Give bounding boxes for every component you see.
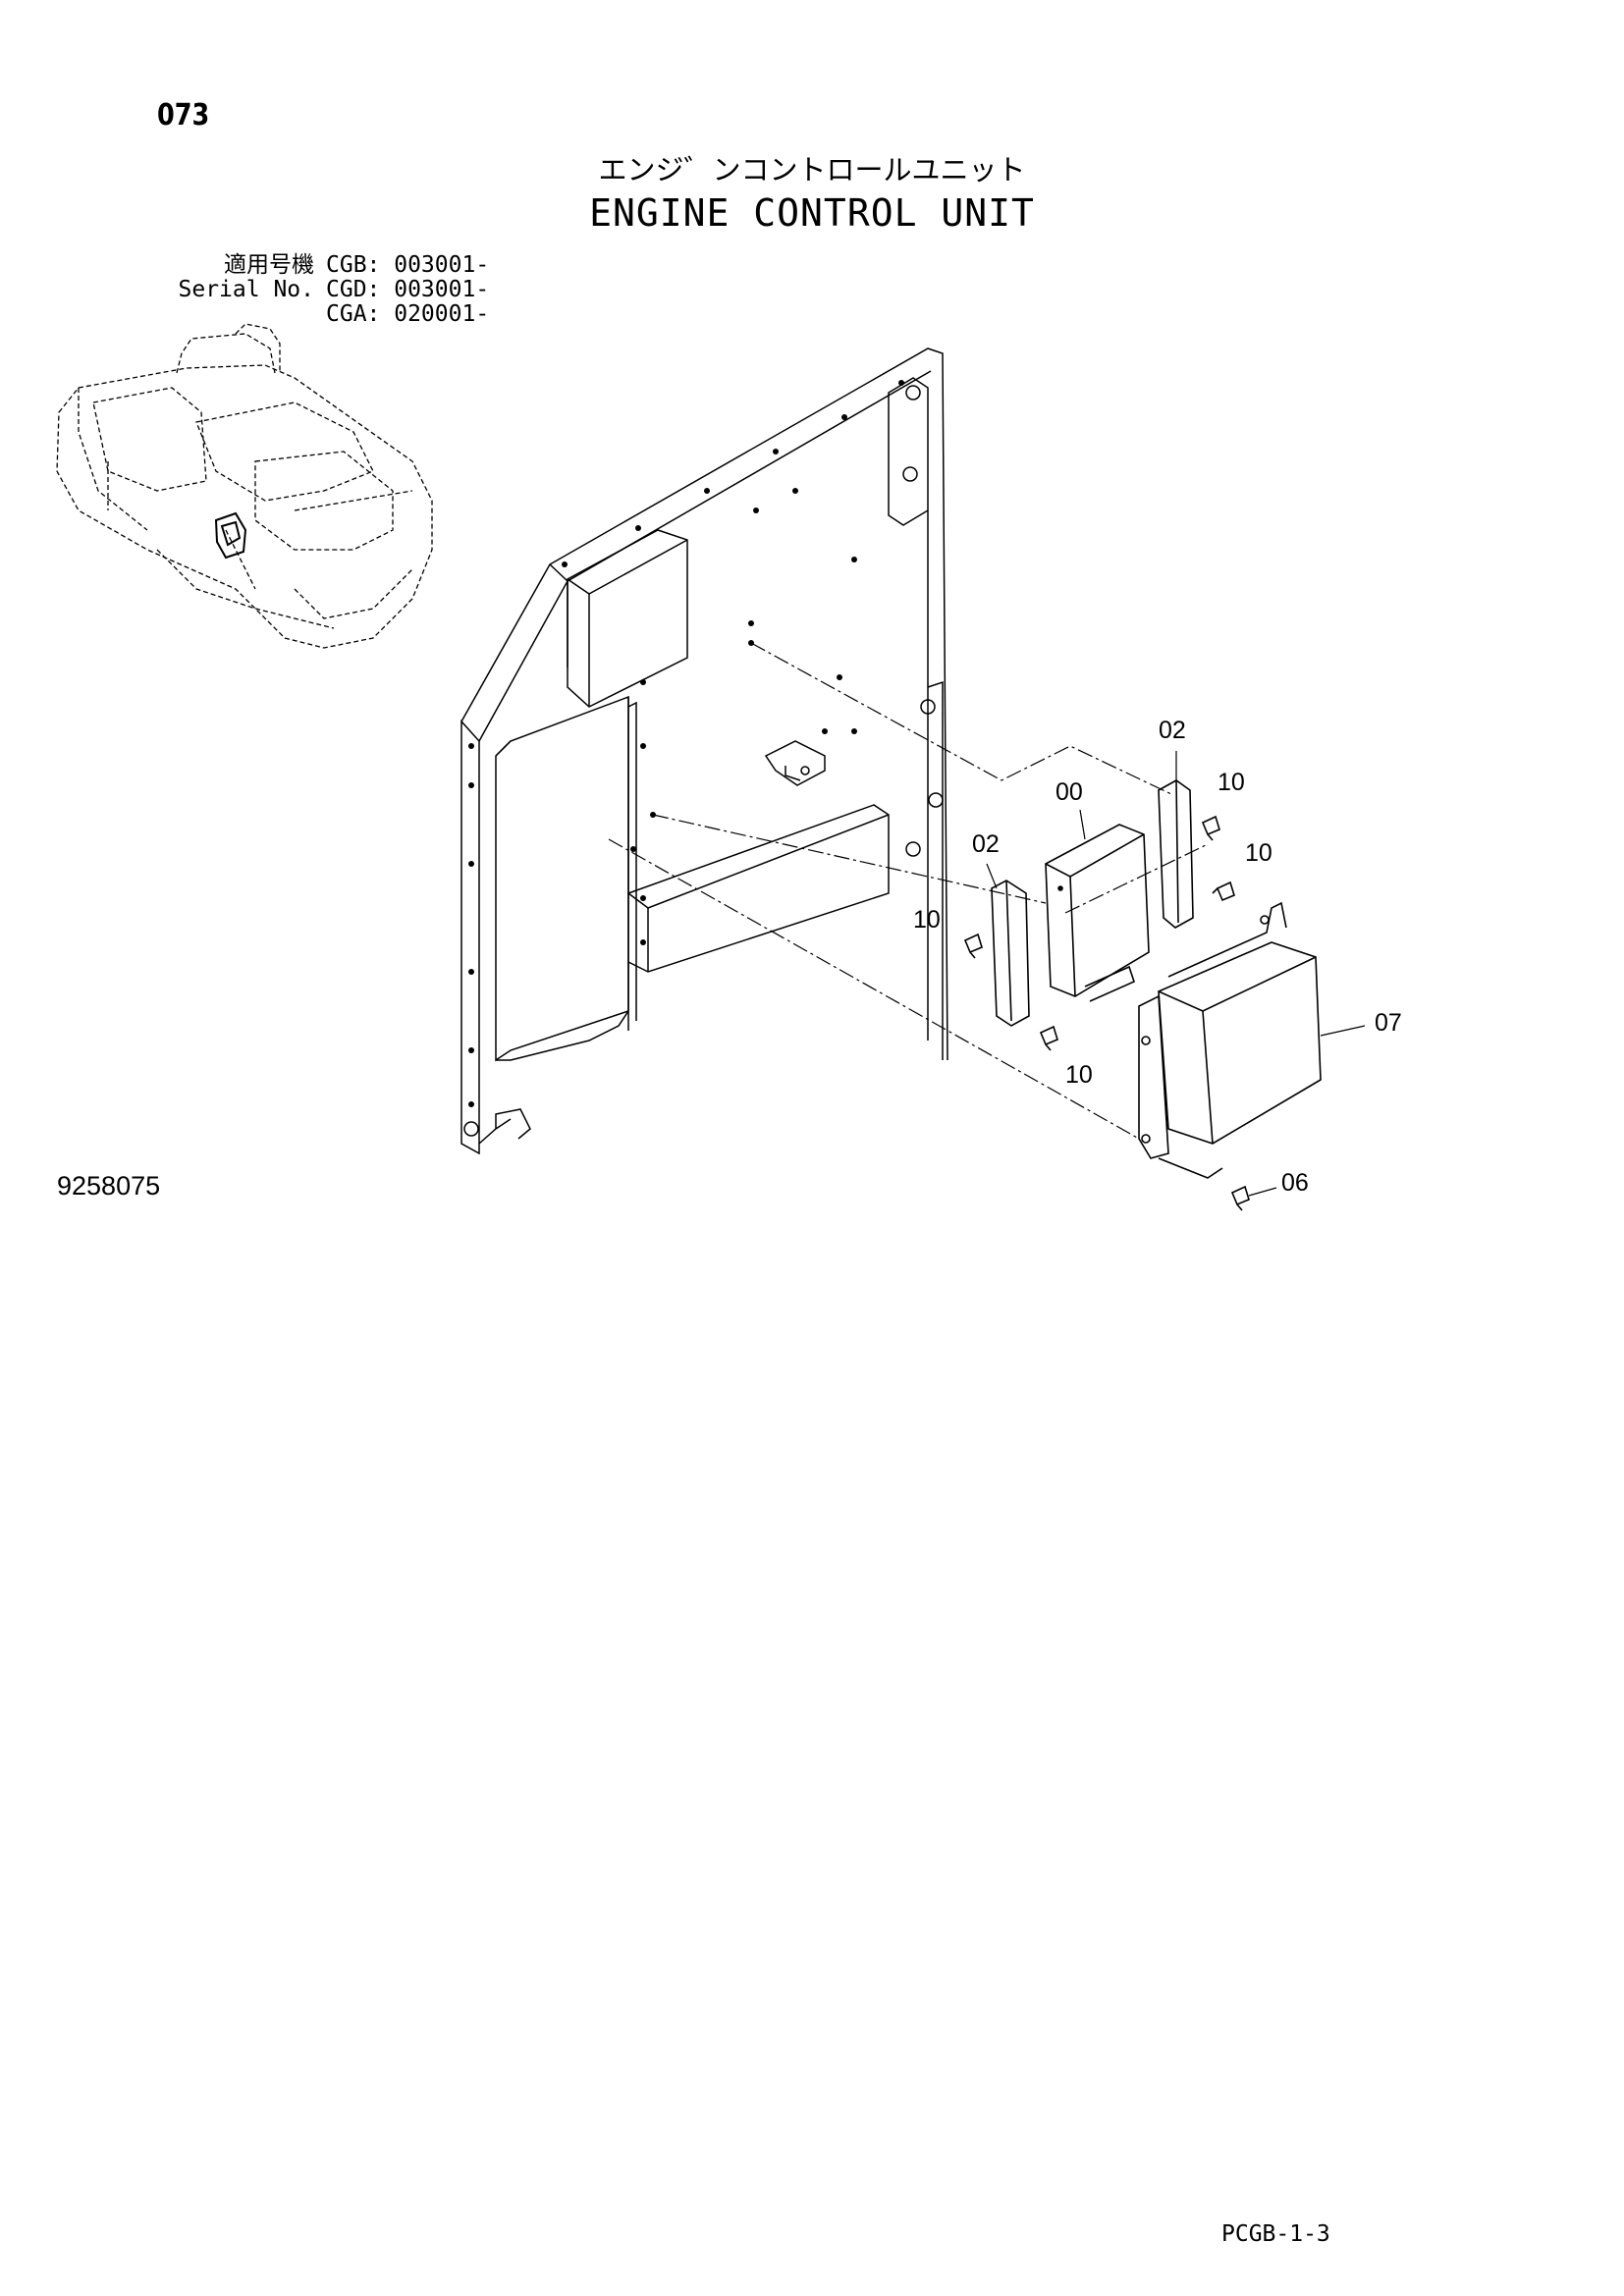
serial-label: Serial No. <box>178 277 314 302</box>
page-reference: PCGB-1-3 <box>1221 2221 1330 2247</box>
label-leaders <box>986 751 1366 1197</box>
bolt-icon <box>963 933 983 959</box>
serial-value: CGA: 020001- <box>326 301 490 327</box>
serial-row: Serial No. CGD: 003001- <box>152 277 490 302</box>
excavator-locator-icon <box>56 323 433 649</box>
part-label: 10 <box>1245 839 1272 867</box>
part-label: 10 <box>1218 769 1245 796</box>
bolt-icon <box>1212 881 1235 902</box>
panel-bosses <box>463 385 944 1137</box>
mounting-panel <box>460 347 948 1155</box>
bracket-left <box>991 880 1030 1027</box>
serial-label: 適用号機 <box>224 252 314 278</box>
serial-row: CGA: 020001- <box>152 302 489 327</box>
part-label: 10 <box>913 906 941 934</box>
ecu-cover <box>1138 901 1322 1179</box>
part-label: 07 <box>1375 1009 1402 1037</box>
title-japanese: エンジ゛ンコントロールユニット <box>598 153 1026 187</box>
part-label: 10 <box>1065 1061 1093 1089</box>
bolt-icon <box>1201 815 1220 841</box>
part-label: 06 <box>1281 1169 1309 1197</box>
part-label: 02 <box>1159 717 1186 744</box>
engine-control-unit <box>1045 824 1150 1002</box>
bolt-icon <box>1039 1025 1058 1051</box>
ecu-location-marker-icon <box>214 511 247 560</box>
figure-number: 9258075 <box>57 1171 161 1201</box>
part-label: 00 <box>1056 778 1083 806</box>
serial-value: CGB: 003001- <box>326 252 490 278</box>
title-english: ENGINE CONTROL UNIT <box>589 191 1035 235</box>
serial-row: 適用号機 CGB: 003001- <box>152 253 489 278</box>
bolt-icon <box>1230 1185 1250 1211</box>
panel-holes <box>468 380 904 1107</box>
part-label: 02 <box>972 830 1000 858</box>
assembly-leader-lines <box>608 642 1209 1140</box>
page-number: 073 <box>157 98 210 133</box>
serial-value: CGD: 003001- <box>326 277 490 302</box>
